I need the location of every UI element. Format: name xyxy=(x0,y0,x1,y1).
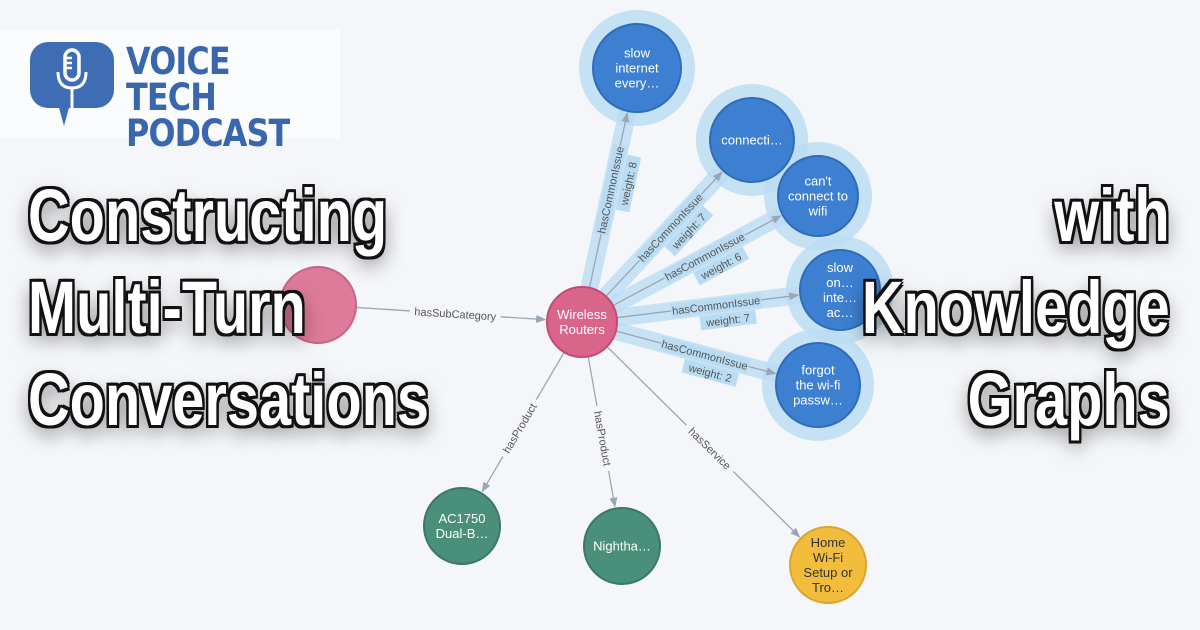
edge-label-bg xyxy=(634,189,707,266)
logo-text: VOICE TECH PODCAST xyxy=(126,40,310,155)
edge-label: hasSubCategory xyxy=(414,306,497,323)
edge-label-bg xyxy=(659,336,751,374)
node-circle xyxy=(709,97,795,183)
edge-label-bg xyxy=(590,404,616,473)
node-circle xyxy=(546,286,618,358)
title-line: Knowledge xyxy=(862,266,1170,349)
edge-hasProduct[interactable]: hasProduct xyxy=(587,356,618,508)
node-circle xyxy=(789,526,867,604)
weight-label-bg xyxy=(693,246,750,286)
edge-label: hasProduct xyxy=(501,402,540,456)
speech-bubble-tail xyxy=(58,104,70,126)
edge-weight: weight: 7 xyxy=(705,312,751,329)
edge-label: hasService xyxy=(686,426,733,473)
weight-label-bg xyxy=(681,358,740,387)
node-circle xyxy=(592,23,682,113)
edge-label-bg xyxy=(670,292,763,318)
node-label: connecti… xyxy=(721,133,782,148)
title-right: with Knowledge Graphs xyxy=(862,170,1170,446)
node-product[interactable]: Nightha… xyxy=(583,507,661,585)
title-line: Conversations xyxy=(28,358,429,441)
edge-hasProduct[interactable]: hasProduct xyxy=(481,351,565,493)
weight-label-bg xyxy=(664,205,714,257)
node-circle xyxy=(775,342,861,428)
title-line: Graphs xyxy=(967,358,1170,441)
title-line: Multi-Turn xyxy=(28,266,306,349)
node-category[interactable] xyxy=(0,0,357,344)
node-circle xyxy=(583,507,661,585)
edge-label-bg xyxy=(681,420,739,477)
logo-line-2: PODCAST xyxy=(126,112,290,155)
voice-tech-podcast-logo: VOICE TECH PODCAST xyxy=(0,30,340,152)
weight-label-bg xyxy=(699,309,757,331)
edge-label-bg xyxy=(661,228,749,285)
node-label: Nightha… xyxy=(593,539,651,554)
edge-label-bg xyxy=(594,144,628,236)
title-line: with xyxy=(1054,174,1170,257)
edge-hasSubCategory[interactable]: hasSubCategory xyxy=(355,303,547,324)
weight-label-bg xyxy=(615,154,642,213)
logo-line-1: VOICE TECH xyxy=(126,40,231,119)
title-left: Constructing Multi-Turn Conversations xyxy=(28,170,429,446)
microphone-speech-bubble-icon xyxy=(30,42,114,108)
node-circle xyxy=(423,487,501,565)
title-line: Constructing xyxy=(28,174,388,257)
node-circle xyxy=(777,155,859,237)
edge-label-bg xyxy=(496,396,543,461)
node-circle xyxy=(799,249,881,331)
edge-label-bg xyxy=(409,303,502,324)
node-issue[interactable]: connecti… xyxy=(709,97,795,183)
node-circle xyxy=(279,266,357,344)
